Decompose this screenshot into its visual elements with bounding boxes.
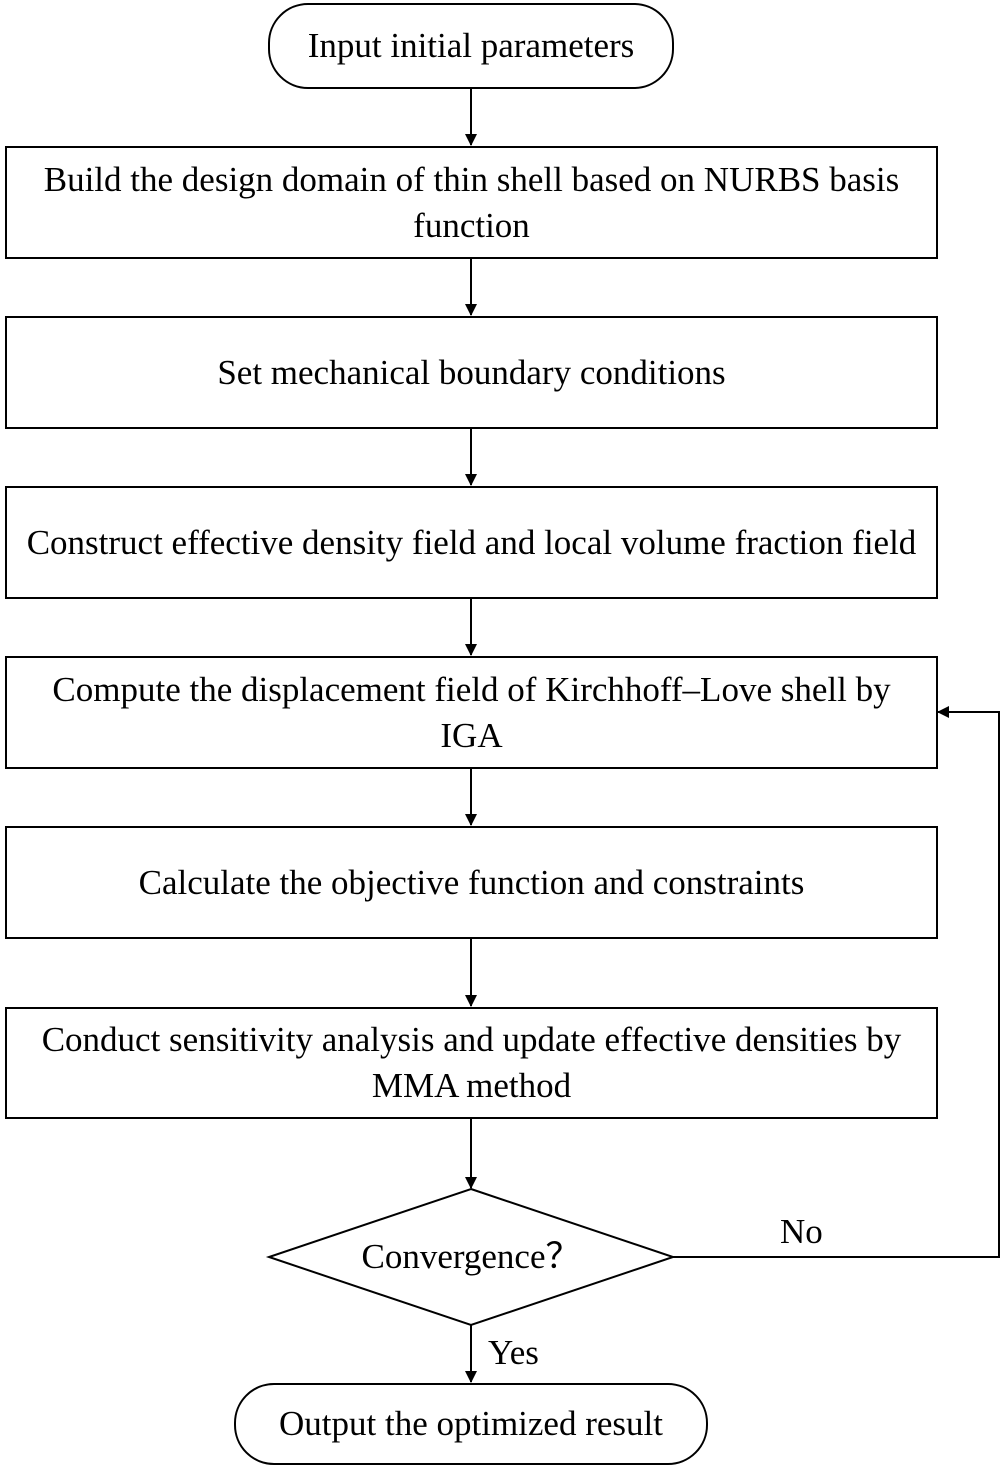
process-label: Calculate the objective function and con… — [138, 862, 805, 902]
decision-label: Convergence？ — [361, 1237, 581, 1276]
process-label: Compute the displacement field of Kirchh… — [52, 669, 891, 755]
end-terminal: Output the optimized result — [234, 1383, 708, 1465]
process-construct-density-field: Construct effective density field and lo… — [5, 486, 938, 599]
start-label: Input initial parameters — [307, 26, 635, 65]
start-terminal: Input initial parameters — [268, 3, 674, 89]
process-build-design-domain: Build the design domain of thin shell ba… — [5, 146, 938, 259]
branch-no-label: No — [780, 1212, 823, 1251]
loop-back-no-arrow — [673, 706, 1000, 1258]
process-set-boundary-conditions: Set mechanical boundary conditions — [5, 316, 938, 429]
process-label: Construct effective density field and lo… — [26, 522, 917, 562]
process-label: Build the design domain of thin shell ba… — [43, 159, 900, 245]
process-compute-displacement: Compute the displacement field of Kirchh… — [5, 656, 938, 769]
process-calculate-objective: Calculate the objective function and con… — [5, 826, 938, 939]
branch-yes-label: Yes — [488, 1333, 539, 1372]
end-label: Output the optimized result — [279, 1404, 663, 1443]
process-sensitivity-analysis: Conduct sensitivity analysis and update … — [5, 1007, 938, 1119]
process-label: Conduct sensitivity analysis and update … — [41, 1020, 902, 1105]
process-label: Set mechanical boundary conditions — [217, 352, 726, 392]
